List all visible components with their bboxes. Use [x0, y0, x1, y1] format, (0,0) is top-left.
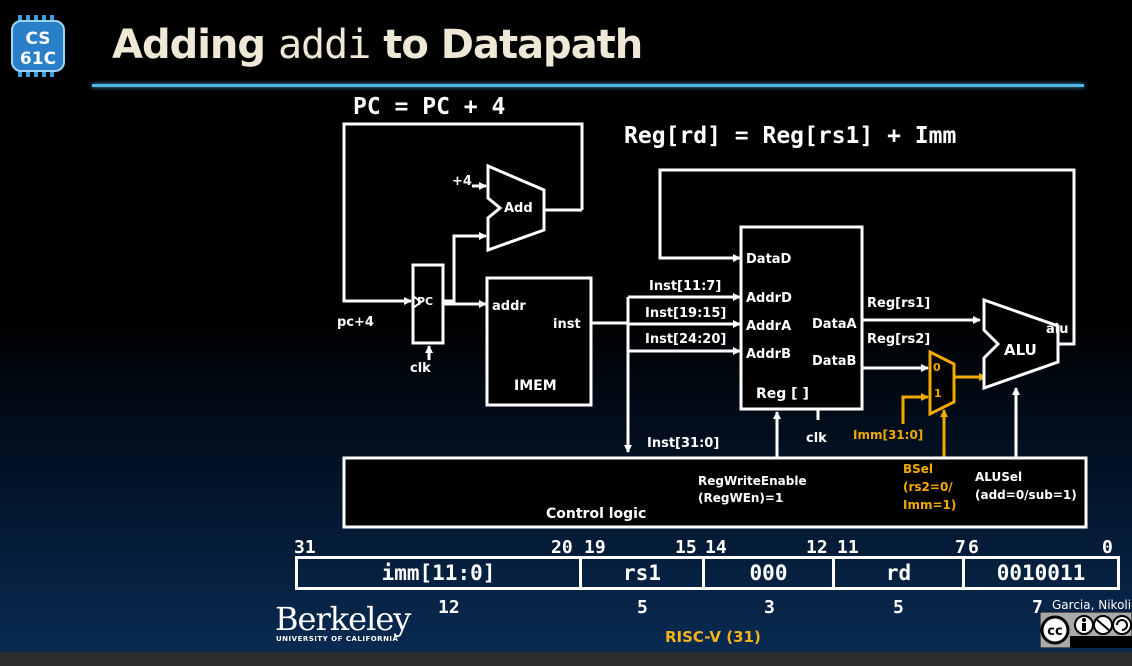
bit-0: 0: [1102, 537, 1113, 558]
inst-31-0-label: Inst[31:0]: [647, 436, 719, 451]
width-imm: 12: [438, 597, 460, 618]
berkeley-logo: Berkeley: [275, 600, 411, 638]
bit-11: 11: [837, 537, 859, 558]
bit-20: 20: [551, 537, 573, 558]
title-prefix: Adding: [112, 22, 278, 68]
berkeley-logo-subtitle: UNIVERSITY OF CALIFORNIA: [276, 635, 399, 643]
pc-clock-edge: [412, 295, 423, 309]
alu-writeback-wire: [658, 168, 1076, 346]
alu-output-label: alu: [1046, 322, 1068, 337]
width-rd: 5: [893, 597, 904, 618]
imem-label: IMEM: [514, 378, 557, 394]
plus4-label: +4: [452, 174, 472, 189]
bsel-label-line1: BSel: [903, 462, 933, 476]
bit-6: 6: [968, 537, 979, 558]
alusel-label-line1: ALUSel: [975, 470, 1022, 484]
addr-a-label: AddrA: [746, 319, 791, 334]
title-code: addi: [277, 22, 371, 68]
slide-footer-label: RISC-V (31): [665, 628, 761, 646]
creative-commons-icon: cc: [1040, 612, 1132, 648]
field-opcode: 0010011: [962, 556, 1120, 590]
bit-31: 31: [294, 537, 316, 558]
data-a-label: DataA: [812, 317, 857, 332]
regfile-clk-label: clk: [806, 431, 827, 446]
bsel-mux: [928, 349, 956, 417]
data-b-label: DataB: [812, 354, 856, 369]
width-opcode: 7: [1032, 597, 1043, 618]
inst-24-20-label: Inst[24:20]: [645, 332, 726, 347]
svg-text:cc: cc: [1047, 624, 1062, 639]
addr-b-label: AddrB: [746, 347, 791, 362]
reg-rs1-label: Reg[rs1]: [867, 296, 930, 311]
pc-adder: [486, 163, 546, 253]
regwen-label-line2: (RegWEn)=1: [698, 491, 783, 505]
width-funct3: 3: [764, 597, 775, 618]
mux-input1-label: 1: [934, 387, 942, 400]
bit-19: 19: [584, 537, 606, 558]
reg-equation: Reg[rd] = Reg[rs1] + Imm: [624, 123, 957, 149]
data-d-label: DataD: [746, 252, 792, 267]
author-credit: Garcia, Nikolić: [1052, 598, 1132, 612]
field-funct3: 000: [702, 556, 835, 590]
imem-addr-label: addr: [492, 299, 526, 314]
pc-clk-label: clk: [410, 361, 431, 376]
title-suffix: to Datapath: [370, 22, 643, 68]
bsel-label-line2: (rs2=0/: [903, 480, 953, 494]
field-rs1: rs1: [579, 556, 705, 590]
adder-label: Add: [504, 201, 533, 216]
bottom-bar: [0, 652, 1132, 666]
control-logic-block: [342, 456, 1088, 529]
imem-block: [485, 276, 593, 407]
cs61c-logo: CS 61C: [11, 15, 65, 77]
reg-rs2-label: Reg[rs2]: [867, 332, 930, 347]
pc-label: PC: [417, 295, 433, 308]
field-imm: imm[11:0]: [295, 556, 582, 590]
bit-15: 15: [675, 537, 697, 558]
title-underline: [92, 84, 1084, 87]
inst-11-7-label: Inst[11:7]: [649, 279, 721, 294]
mux-input0-label: 0: [933, 361, 941, 374]
imem-inst-label: inst: [553, 317, 581, 332]
control-logic-label: Control logic: [546, 506, 646, 522]
logo-text-line1: CS: [25, 29, 50, 49]
width-rs1: 5: [637, 597, 648, 618]
register-file: [739, 225, 864, 411]
pc-plus4-feedback-wire: [342, 122, 584, 305]
inst-19-15-label: Inst[19:15]: [645, 306, 726, 321]
logo-text-line2: 61C: [20, 49, 56, 69]
bit-7: 7: [955, 537, 966, 558]
regwen-label-line1: RegWriteEnable: [698, 474, 807, 488]
slide-title: Adding addi to Datapath: [112, 22, 643, 68]
pc-to-adder-wire: [444, 232, 487, 303]
bit-14: 14: [705, 537, 727, 558]
field-rd: rd: [832, 556, 965, 590]
imm-wire: [901, 393, 929, 424]
alusel-label-line2: (add=0/sub=1): [975, 488, 1077, 502]
addr-d-label: AddrD: [746, 291, 792, 306]
pc-plus4-label: pc+4: [337, 315, 374, 330]
alu-label: ALU: [1004, 341, 1037, 359]
alu-block: [982, 297, 1060, 391]
imm-label: Imm[31:0]: [853, 428, 923, 442]
bsel-label-line3: Imm=1): [903, 498, 956, 512]
regfile-label: Reg [ ]: [756, 386, 809, 402]
pc-equation: PC = PC + 4: [353, 94, 506, 120]
bit-12: 12: [806, 537, 828, 558]
